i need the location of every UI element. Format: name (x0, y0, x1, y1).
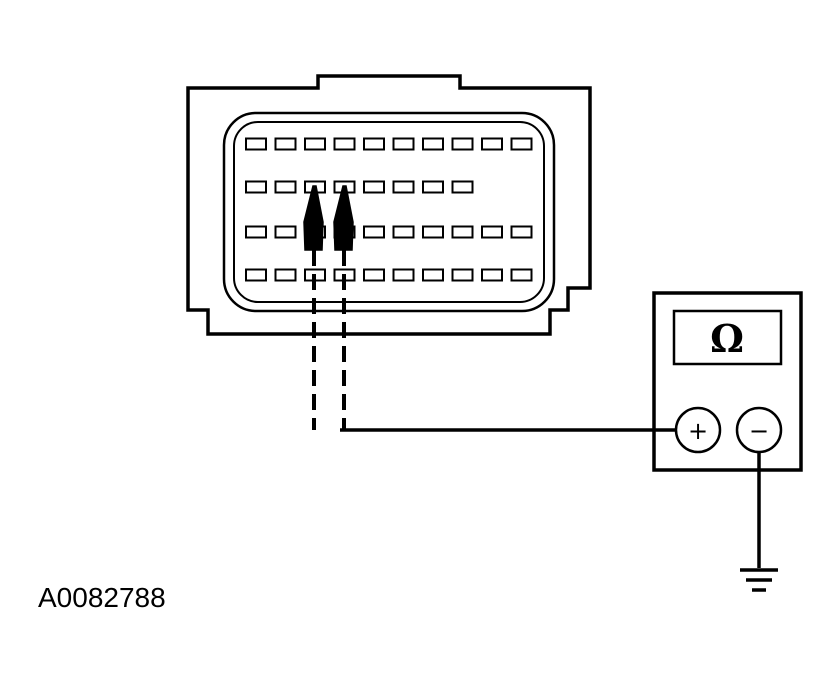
pin-cavity (245, 137, 267, 151)
ohmmeter-display (672, 309, 783, 366)
pin-cavity (510, 268, 533, 282)
pin-cavity (422, 225, 444, 239)
pin-cavity (363, 225, 385, 239)
pin-cavity (392, 137, 415, 151)
pin-cavity (422, 137, 444, 151)
positive-terminal-sign: + (688, 417, 708, 445)
ohmmeter-body (652, 291, 803, 472)
probe-tip-left (303, 185, 324, 251)
negative-terminal-sign: − (749, 417, 769, 445)
pin-cavity (422, 268, 444, 282)
pin-cavity (363, 137, 385, 151)
figure-id: A0082788 (38, 582, 166, 613)
pin-cavity (363, 180, 385, 194)
ohmmeter-symbol: Ω (710, 316, 744, 361)
pin-cavity (510, 137, 533, 151)
ground-icon (740, 568, 778, 592)
pin-cavity (451, 180, 474, 194)
pin-cavity (333, 137, 356, 151)
pin-cavity (392, 268, 415, 282)
pin-cavity (363, 268, 385, 282)
pin-cavity (274, 137, 297, 151)
pin-cavity (422, 180, 444, 194)
pin-cavity (245, 268, 267, 282)
pin-cavity (392, 180, 415, 194)
pin-cavity (304, 137, 326, 151)
pin-cavity (510, 225, 533, 239)
positive-terminal (674, 406, 722, 454)
pin-cavity (481, 225, 503, 239)
pin-cavity (274, 268, 297, 282)
pin-cavity (481, 268, 503, 282)
pin-cavity (451, 137, 474, 151)
pin-cavity (274, 180, 297, 194)
pin-cavity (245, 225, 267, 239)
pin-cavity (481, 137, 503, 151)
connector-pins (245, 137, 533, 282)
probe-tip-right (333, 185, 354, 251)
pin-cavity (274, 225, 297, 239)
pin-cavity (451, 225, 474, 239)
pin-cavity (451, 268, 474, 282)
connector-face-inner (233, 121, 545, 303)
connector-housing (186, 74, 592, 336)
pin-cavity (245, 180, 267, 194)
connector-face-outer (222, 111, 556, 313)
pin-cavity (392, 225, 415, 239)
